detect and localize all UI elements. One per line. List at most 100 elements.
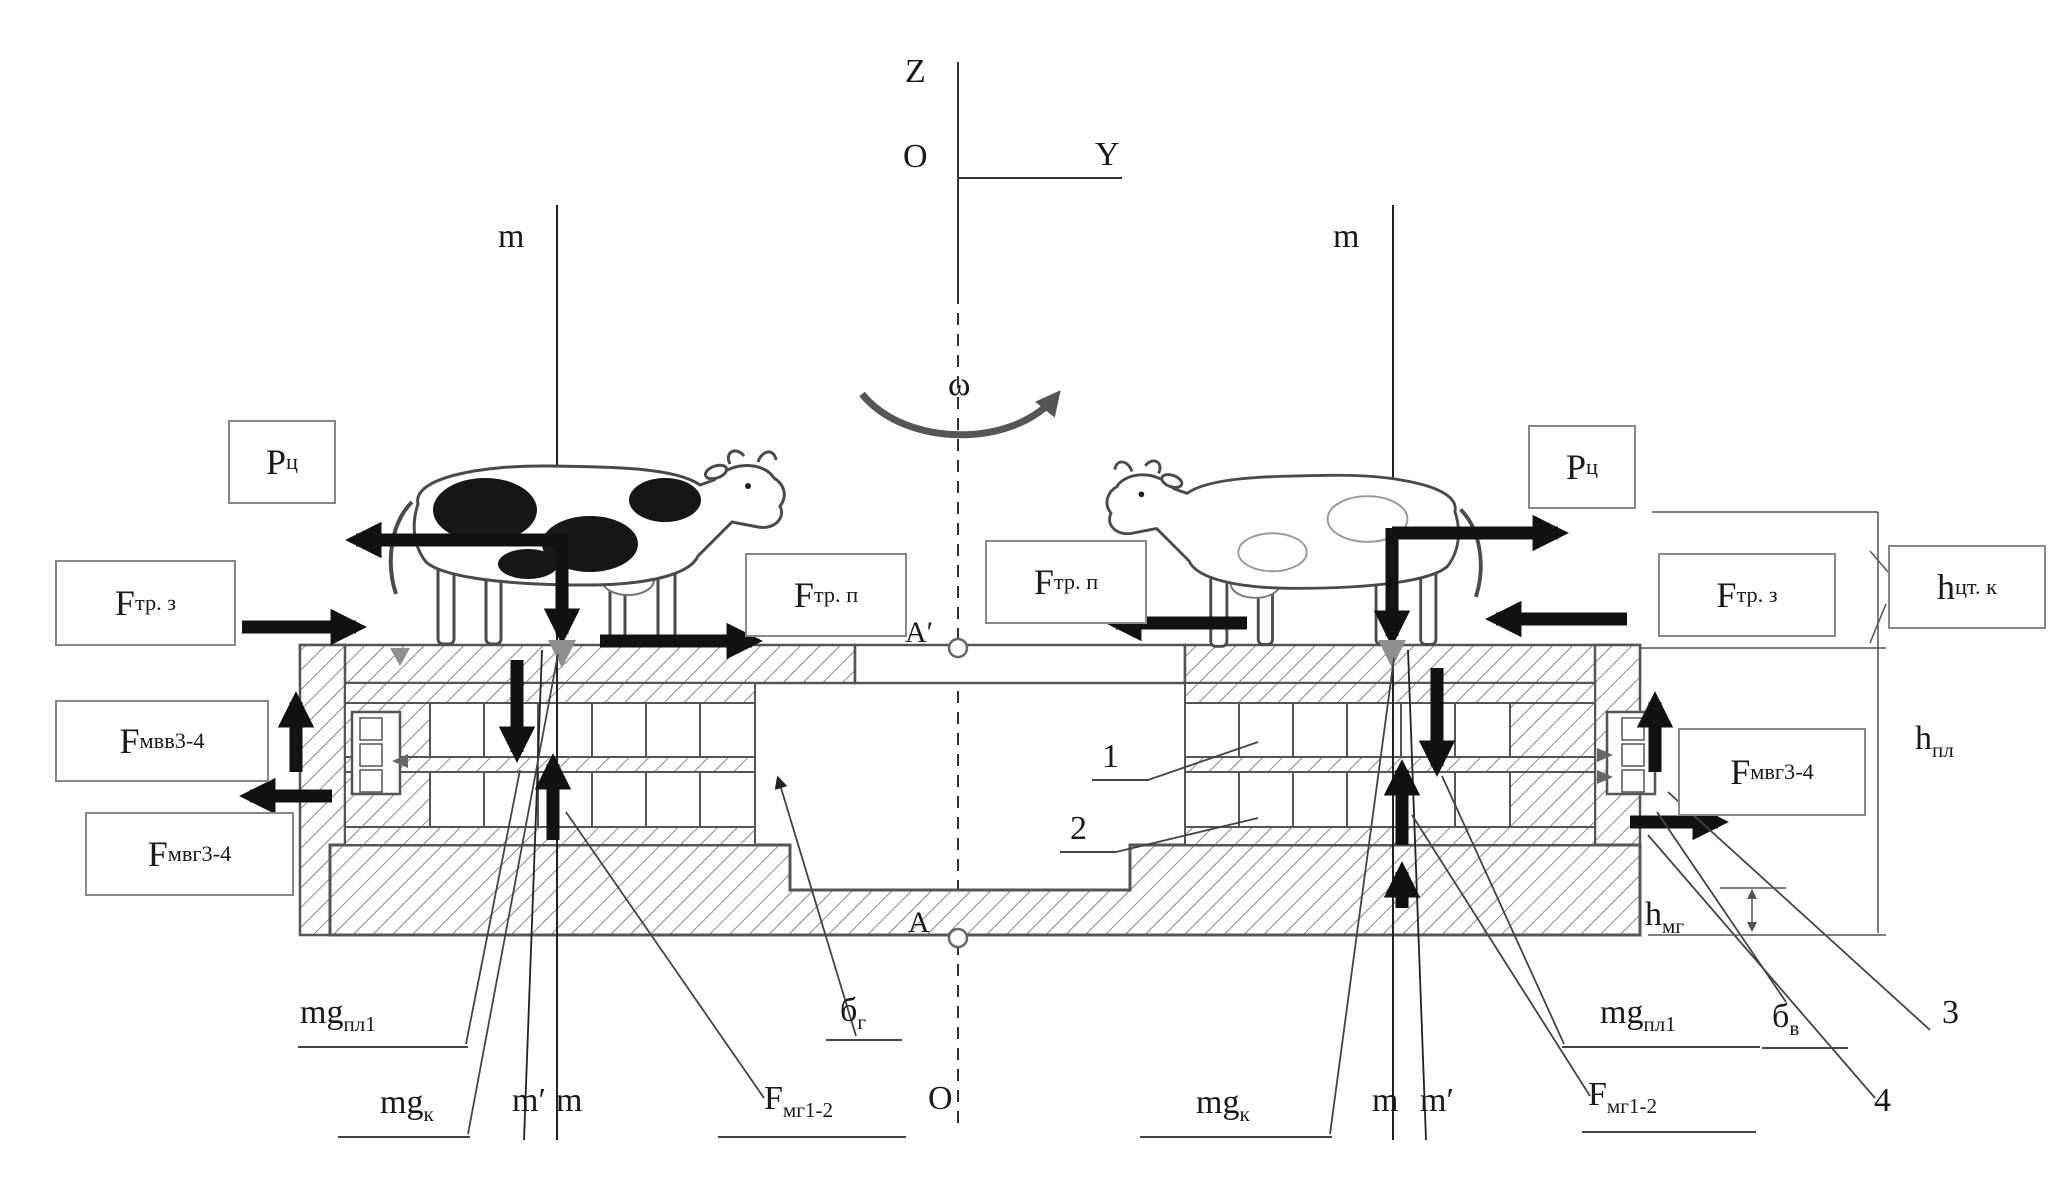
- label-m-bottom-left: m: [556, 1084, 582, 1118]
- dim-label-h-pl: hпл: [1915, 722, 1954, 761]
- part-label-1: 1: [1102, 740, 1119, 774]
- label-sub: мвв3-4: [139, 727, 205, 753]
- label-base: F: [1730, 752, 1751, 792]
- gap-label-b-g: бг: [840, 994, 866, 1033]
- force-label-f-mg12-right: Fмг1-2: [1588, 1078, 1657, 1117]
- cow-ear: [703, 463, 729, 481]
- label-base: h: [1915, 720, 1932, 757]
- label-sub: тр. з: [134, 589, 177, 615]
- label-base: P: [266, 442, 287, 482]
- label-base: Y: [1095, 136, 1120, 173]
- gap-label-b-v: бв: [1772, 1000, 1799, 1039]
- vertical-bearing-left: [350, 710, 402, 796]
- label-base: A: [908, 906, 930, 939]
- label-a-point: A: [908, 908, 930, 938]
- label-base: m: [1333, 218, 1360, 255]
- label-base: m: [556, 1082, 583, 1119]
- label-base: O: [903, 138, 928, 175]
- cow-eye: [745, 483, 751, 489]
- point-a: [947, 927, 969, 949]
- label-sub: мг1-2: [782, 1097, 834, 1122]
- label-sub: тр. п: [1053, 568, 1099, 594]
- leader-b-g: [774, 775, 857, 1037]
- cow-horns: [1113, 459, 1162, 475]
- cow-tail: [1459, 508, 1483, 598]
- label-sub: мвг3-4: [167, 840, 232, 866]
- point-a-prime: [947, 637, 969, 659]
- label-z-axis: Z: [905, 55, 926, 89]
- label-base: O: [928, 1080, 953, 1117]
- roller-row-2-left: [429, 771, 756, 828]
- weight-label-mg-pl1-left: mgпл1: [300, 996, 376, 1035]
- label-base: ω: [948, 366, 971, 403]
- label-a-prime: A′: [905, 618, 933, 648]
- label-base: m: [1372, 1082, 1399, 1119]
- weight-label-mg-pl1-right: mgпл1: [1600, 996, 1676, 1035]
- cow-horns: [727, 449, 778, 465]
- label-y-axis: Y: [1095, 138, 1120, 172]
- label-sub: тр. п: [813, 581, 859, 607]
- label-base: h: [1936, 567, 1955, 607]
- weight-label-mg-k-right: mgк: [1196, 1086, 1250, 1125]
- cow-right: [1105, 459, 1483, 648]
- label-base: 3: [1942, 994, 1959, 1031]
- cow-eye: [1138, 491, 1145, 498]
- vertical-bearing-right: [1605, 710, 1657, 796]
- cow-ear: [1160, 473, 1184, 489]
- label-m-axis-left: m: [498, 220, 524, 254]
- rotation-arrow: [859, 390, 1061, 439]
- leader-lines: [298, 653, 1931, 1138]
- gray-arrowheads: [390, 640, 1613, 784]
- label-sub: пл1: [343, 1011, 376, 1036]
- label-sub: пл: [1932, 737, 1954, 762]
- label-origin-top: O: [903, 140, 928, 174]
- label-base: F: [793, 575, 814, 615]
- label-base: б: [840, 992, 858, 1029]
- label-base: б: [1772, 998, 1790, 1035]
- cow-spots-outline: [1237, 495, 1409, 573]
- weight-label-mg-k-left: mgк: [380, 1086, 434, 1125]
- label-underlines: [298, 779, 1848, 1138]
- part-label-2: 2: [1070, 812, 1087, 846]
- label-base: P: [1566, 447, 1587, 487]
- platform-cross-section: [298, 637, 1657, 949]
- label-base: F: [1588, 1076, 1607, 1113]
- label-sub: г: [857, 1009, 866, 1034]
- cow-tail: [388, 500, 414, 595]
- label-sub: мг1-2: [1606, 1093, 1658, 1118]
- label-base: 4: [1874, 1082, 1891, 1119]
- label-base: mg: [380, 1084, 424, 1121]
- coordinate-axes: [957, 62, 1122, 1128]
- roller-row-2-right: [1184, 771, 1511, 828]
- label-base: F: [1033, 562, 1054, 602]
- label-m-prime-right: m′: [1420, 1084, 1454, 1118]
- label-sub: к: [1239, 1101, 1250, 1126]
- label-sub: к: [423, 1101, 434, 1126]
- label-sub: пл1: [1643, 1011, 1676, 1036]
- label-base: m: [498, 218, 525, 255]
- label-base: F: [114, 583, 135, 623]
- roller-row-1-left: [429, 702, 756, 758]
- label-origin-bottom: O: [928, 1082, 953, 1116]
- label-base: F: [119, 721, 140, 761]
- label-base: 1: [1102, 738, 1119, 775]
- label-sub: ц: [1586, 453, 1598, 479]
- label-sub: в: [1789, 1015, 1800, 1040]
- leader-b-v: [1656, 811, 1787, 1003]
- part-label-4: 4: [1874, 1084, 1891, 1118]
- label-base: Z: [905, 53, 926, 90]
- label-sub: тр. з: [1736, 581, 1778, 607]
- label-base: mg: [1196, 1084, 1240, 1121]
- label-base: mg: [300, 994, 344, 1031]
- dimension-lines: [1640, 511, 1889, 936]
- label-sub: ц: [286, 448, 298, 474]
